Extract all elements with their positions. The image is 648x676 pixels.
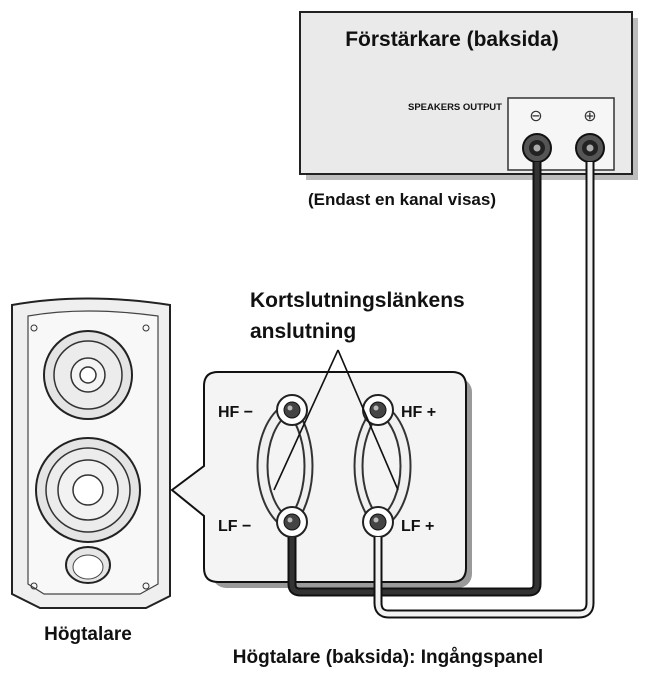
terminal-hf-plus — [362, 394, 394, 426]
speaker — [11, 297, 171, 609]
label-lf-minus: LF − — [218, 518, 251, 535]
screw — [142, 582, 150, 590]
terminal-lf-plus — [362, 506, 394, 538]
terminal-hf-minus — [276, 394, 308, 426]
pointer-right — [337, 349, 399, 491]
pointer-left — [273, 349, 339, 491]
woofer — [35, 437, 141, 543]
cable-minus — [287, 162, 542, 597]
tweeter — [43, 330, 133, 420]
amp-terminal-plus — [575, 133, 605, 163]
cable-plus — [373, 162, 595, 619]
amplifier-title: Förstärkare (baksida) — [345, 28, 559, 51]
screw — [30, 324, 38, 332]
amp-terminal-minus — [522, 133, 552, 163]
label-lf-plus: LF + — [401, 518, 434, 535]
minus-symbol: ⊖ — [529, 106, 542, 125]
speaker-caption: Högtalare — [44, 624, 132, 645]
screw — [30, 582, 38, 590]
terminal-lf-minus — [276, 506, 308, 538]
speakers-output-label: SPEAKERS OUTPUT — [408, 102, 502, 113]
input-panel: HF − HF + LF − LF + — [170, 371, 472, 588]
amplifier: Förstärkare (baksida) SPEAKERS OUTPUT ⊖ … — [299, 11, 638, 180]
label-hf-minus: HF − — [218, 404, 253, 421]
panel-caption: Högtalare (baksida): Ingångspanel — [233, 647, 543, 668]
callout-pointers — [273, 349, 399, 491]
plus-symbol: ⊕ — [583, 106, 596, 125]
single-channel-note: (Endast en kanal visas) — [308, 190, 496, 209]
bass-port — [65, 546, 111, 584]
callout-line-1: Kortslutningslänkens — [250, 289, 465, 312]
screw — [142, 324, 150, 332]
label-hf-plus: HF + — [401, 404, 436, 421]
callout-line-2: anslutning — [250, 320, 356, 343]
